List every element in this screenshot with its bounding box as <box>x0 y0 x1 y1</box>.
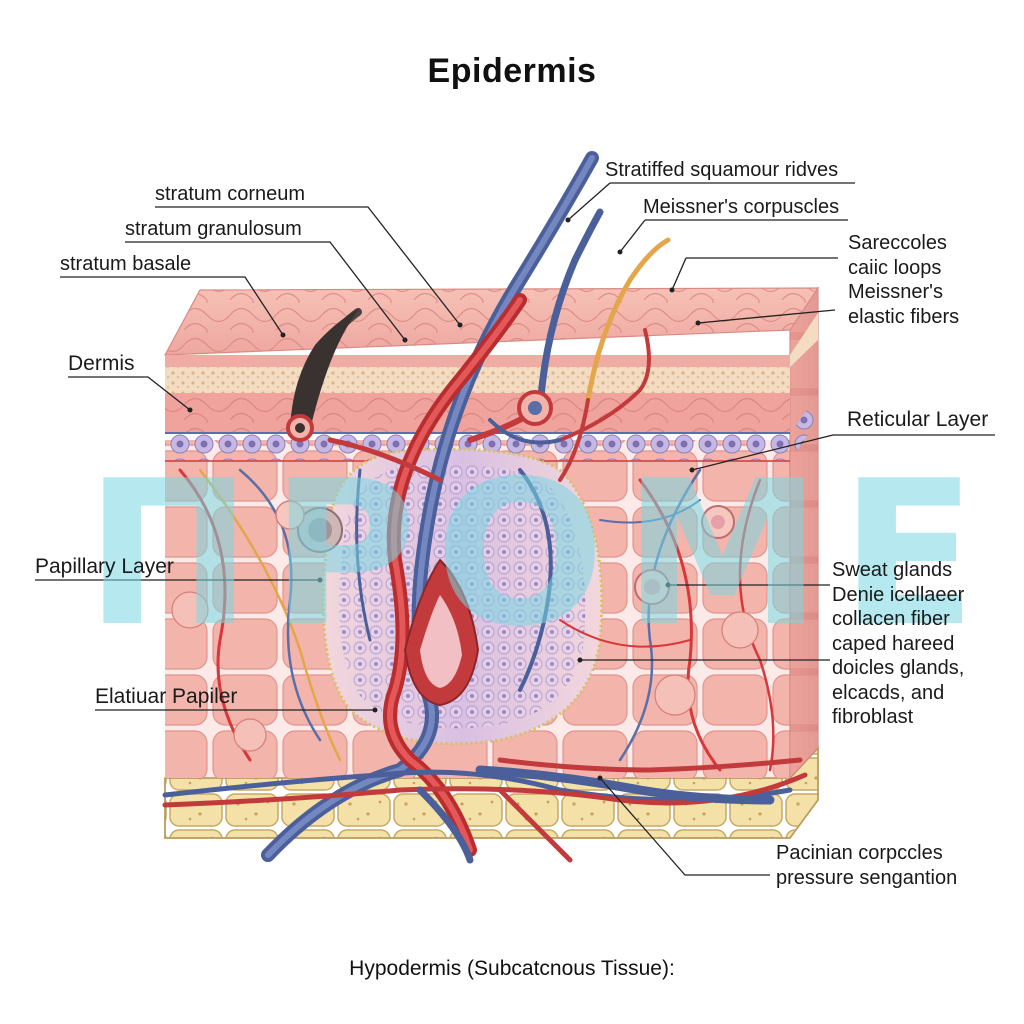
label-line: fibroblast <box>832 706 914 728</box>
label-stratum-basale: stratum basale <box>60 253 192 275</box>
label-line: Sweat glands <box>832 559 953 581</box>
label-line: pressure sengantion <box>776 866 958 889</box>
label-line: caped hareed <box>832 632 955 655</box>
label-reticular-layer: Reticular Layer <box>847 408 989 431</box>
label-line: elastic fibers <box>848 305 960 328</box>
label-line: collacen fiber <box>832 608 950 630</box>
label-dermis: Dermis <box>68 352 135 375</box>
label-sareccoles-group: Sareccoles caiic loops Meissner's elasti… <box>848 231 959 329</box>
label-line: doicles glands, <box>832 657 965 679</box>
label-meissner-corpuscles: Meissner's corpuscles <box>643 196 840 218</box>
diagram-title: Epidermis <box>427 52 597 90</box>
label-stratum-granulosum: stratum granulosum <box>125 218 302 240</box>
label-stratified: Stratiffed squamour ridves <box>605 159 839 181</box>
hypodermis-title: Hypodermis (Subcatcnous Tissue): <box>349 957 675 980</box>
label-line: Meissner's <box>848 281 943 303</box>
label-stratum-corneum: stratum corneum <box>155 183 306 205</box>
leader-lines <box>35 182 995 876</box>
label-line: Denie icellaeer <box>832 583 965 606</box>
label-pacinian-group: Pacinian corpccles pressure sengantion <box>776 841 957 890</box>
label-elatiuar-papiler: Elatiuar Papiler <box>95 685 238 708</box>
label-line: caiic loops <box>848 256 942 279</box>
label-papillary-layer: Papillary Layer <box>35 555 174 578</box>
label-line: elcacds, and <box>832 681 945 704</box>
label-line: Sareccoles <box>848 232 947 254</box>
label-line: Pacinian corpccles <box>776 842 943 864</box>
label-sweat-glands-group: Sweat glands Denie icellaeer collacen fi… <box>832 558 964 730</box>
